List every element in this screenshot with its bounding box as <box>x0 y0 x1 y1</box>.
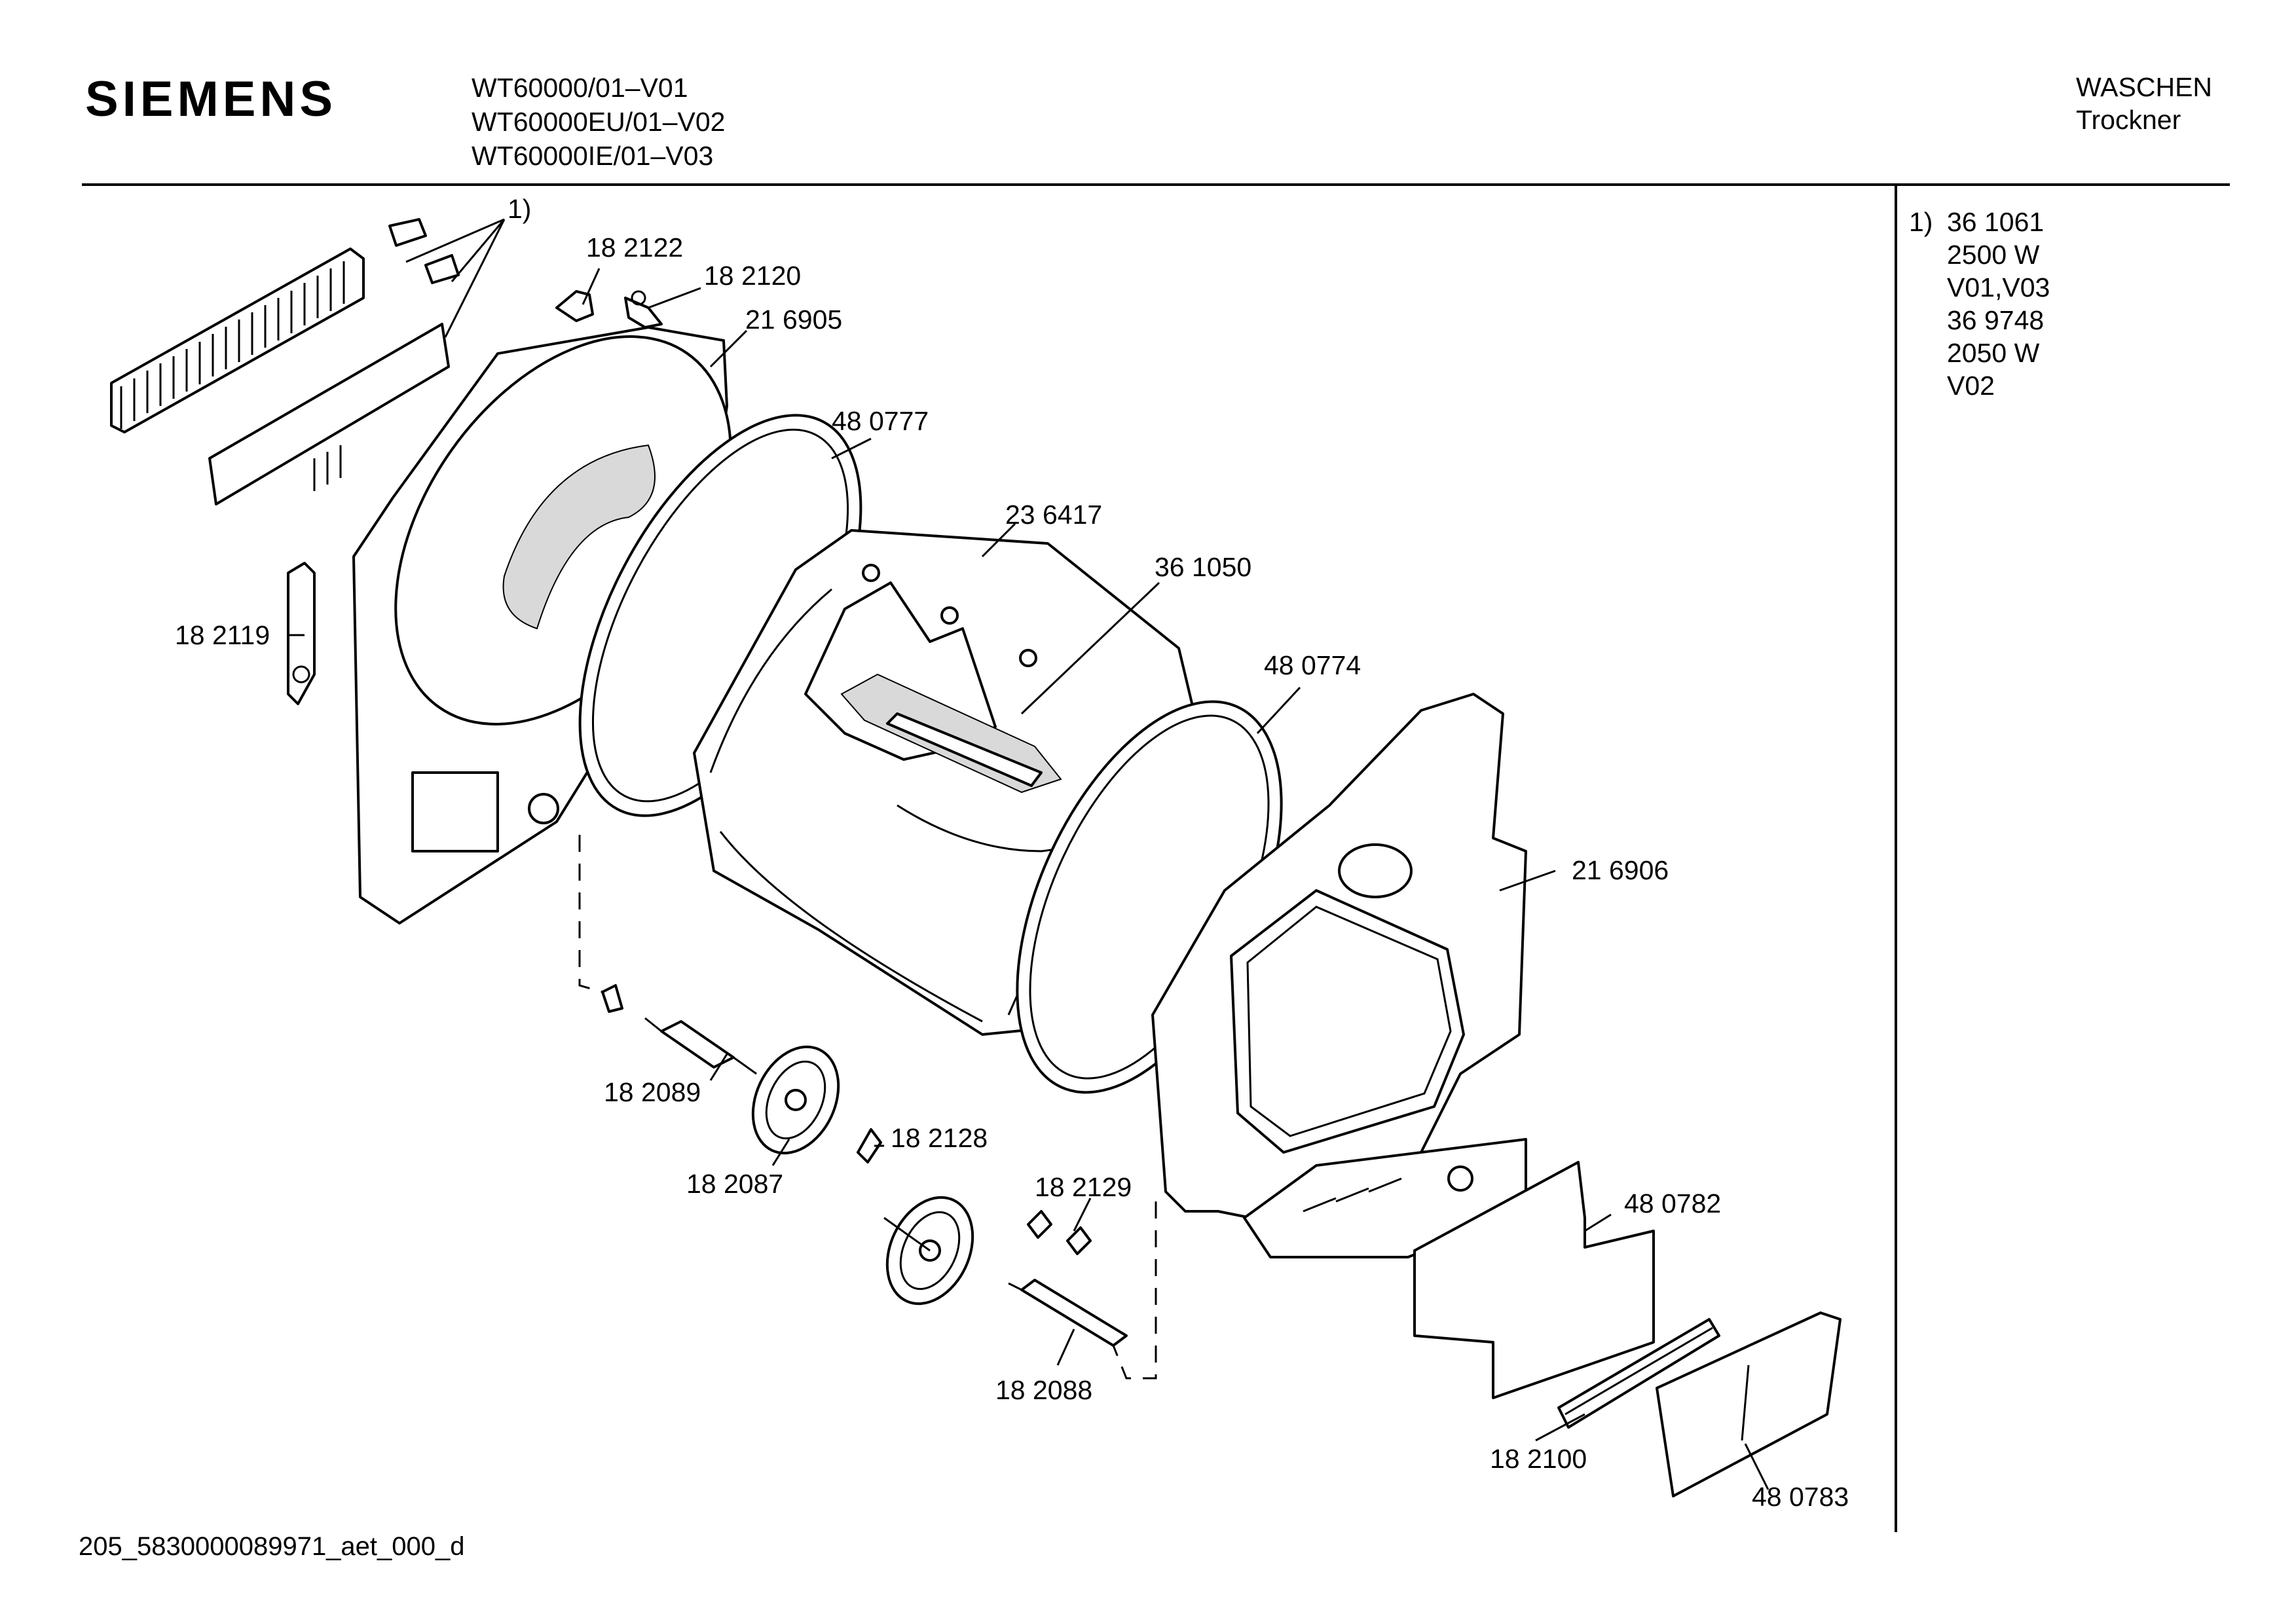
wheel-2 <box>883 1196 974 1306</box>
part-label-361050: 36 1050 <box>1155 552 1252 582</box>
bracket-182119 <box>287 562 316 705</box>
sidebar-divider <box>1895 185 1897 1532</box>
filter-strip <box>1557 1318 1720 1429</box>
part-label-182089: 18 2089 <box>604 1077 701 1107</box>
front-bearing-shield <box>1151 693 1527 1258</box>
clips-182129 <box>1027 1210 1092 1255</box>
shaft-182088 <box>1008 1279 1128 1347</box>
footnote-line: V01,V03 <box>1947 272 2050 302</box>
callout-marker: 1) <box>508 194 531 224</box>
footnote-line: 36 9748 <box>1947 305 2045 335</box>
part-label-216906: 21 6906 <box>1572 855 1669 885</box>
callout-line <box>405 218 506 338</box>
part-label-182122: 18 2122 <box>586 232 684 263</box>
clip-182128 <box>857 1128 882 1163</box>
shaft-182089 <box>601 984 757 1075</box>
document-id: 205_5830000089971_aet_000_d <box>79 1532 465 1561</box>
dashed-guide <box>1112 1201 1157 1380</box>
part-label-182119: 18 2119 <box>175 620 270 650</box>
brand-logo: SIEMENS <box>85 71 337 127</box>
part-label-182128: 18 2128 <box>891 1123 988 1153</box>
part-label-236417: 23 6417 <box>1005 500 1103 530</box>
part-label-480774: 48 0774 <box>1264 650 1361 680</box>
category-line-2: Trockner <box>2076 105 2181 135</box>
model-number: WT60000IE/01–V03 <box>472 141 714 171</box>
filter-panel <box>1413 1161 1655 1399</box>
small-clip-182120 <box>624 290 663 329</box>
model-list: WT60000/01–V01 WT60000EU/01–V02 WT60000I… <box>472 71 725 173</box>
part-label-182129: 18 2129 <box>1035 1172 1132 1202</box>
part-label-182120: 18 2120 <box>704 261 802 291</box>
category-label: WASCHEN Trockner <box>2076 71 2212 136</box>
small-clip-182122 <box>555 290 594 322</box>
leader-lines <box>288 268 1769 1490</box>
footnote-line: 2500 W <box>1947 240 2040 270</box>
model-number: WT60000EU/01–V02 <box>472 107 726 137</box>
dashed-guide <box>578 835 603 993</box>
model-number: WT60000/01–V01 <box>472 73 688 103</box>
footnote-line: 2050 W <box>1947 338 2040 368</box>
part-label-216905: 21 6905 <box>745 304 843 335</box>
footnote-line: 36 1061 <box>1947 207 2045 237</box>
footnote-line: V02 <box>1947 371 1995 401</box>
lint-filter <box>1656 1311 1842 1497</box>
part-label-480777: 48 0777 <box>832 406 929 436</box>
part-label-182087: 18 2087 <box>686 1169 784 1199</box>
header-divider <box>82 183 2230 186</box>
footnote-marker: 1) <box>1909 207 1933 237</box>
wheel-182087 <box>751 1045 840 1155</box>
category-line-1: WASCHEN <box>2076 72 2213 102</box>
part-label-480783: 48 0783 <box>1752 1482 1849 1512</box>
part-label-182088: 18 2088 <box>995 1375 1093 1405</box>
part-label-182100: 18 2100 <box>1490 1444 1587 1474</box>
part-label-480782: 48 0782 <box>1624 1188 1722 1218</box>
heater-element <box>110 218 460 505</box>
